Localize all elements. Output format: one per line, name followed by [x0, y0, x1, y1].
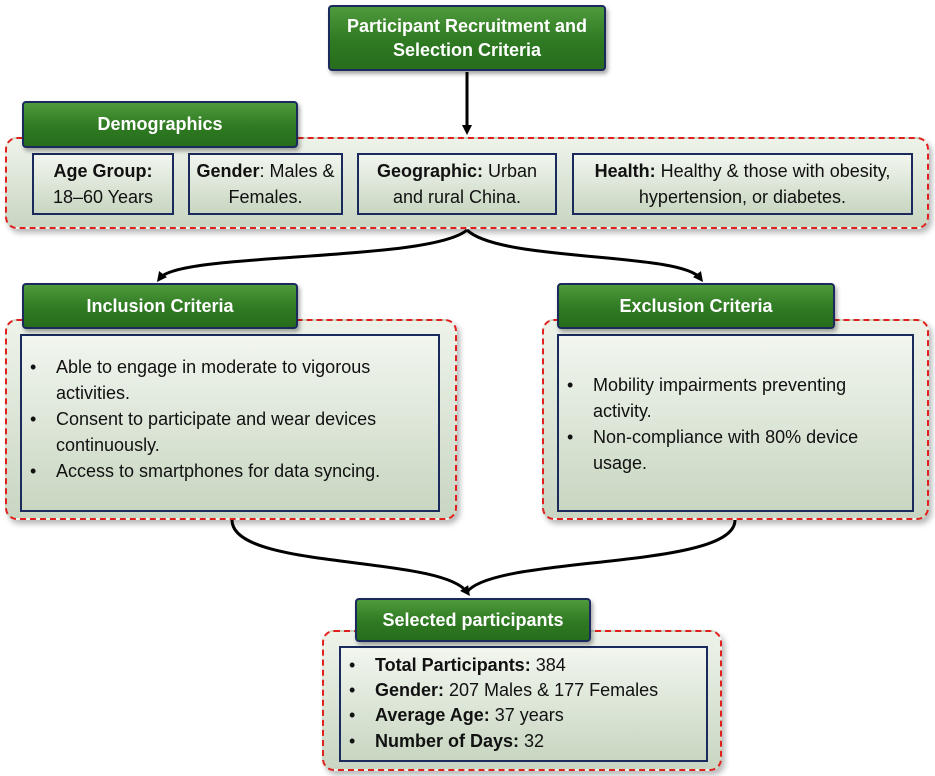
demographics-header: Demographics [22, 101, 298, 148]
geographic-box: Geographic: Urban and rural China. [357, 153, 557, 215]
selected-participants-header: Selected participants [355, 598, 591, 642]
arrow-exclusion-to-selected [465, 519, 737, 594]
age-group-label: Age Group: [53, 160, 153, 181]
inclusion-criteria-header: Inclusion Criteria [22, 283, 298, 329]
geographic-value: Urban and rural China. [392, 160, 538, 207]
gender-label: Gender [196, 160, 260, 181]
inclusion-criteria-list: Able to engage in moderate to vigorous a… [22, 354, 430, 485]
selected-item-label: Gender: [375, 680, 445, 701]
demographics-header-text: Demographics [97, 114, 223, 135]
health-label: Health: [594, 160, 656, 181]
arrow-to-exclusion [465, 228, 704, 282]
geographic-label: Geographic: [376, 160, 483, 181]
selected-item-value: 37 years [489, 705, 564, 726]
exclusion-criteria-box: Mobility impairments preventing activity… [557, 334, 914, 512]
gender-value: : Males & Females. [228, 160, 335, 207]
flowchart-title-text: Participant Recruitment and Selection Cr… [346, 15, 588, 60]
health-value: Healthy & those with obesity, hypertensi… [638, 160, 891, 207]
selected-participants-list: Total Participants: 384 Gender: 207 Male… [341, 653, 700, 754]
exclusion-criteria-header: Exclusion Criteria [557, 283, 835, 329]
exclusion-item: Non-compliance with 80% device usage. [559, 424, 904, 476]
exclusion-item: Mobility impairments preventing activity… [559, 372, 904, 424]
arrow-to-inclusion [156, 228, 468, 282]
age-group-value: 18–60 Years [52, 187, 154, 207]
selected-participants-header-text: Selected participants [382, 609, 564, 630]
exclusion-criteria-list: Mobility impairments preventing activity… [559, 372, 904, 476]
inclusion-criteria-header-text: Inclusion Criteria [86, 295, 234, 316]
inclusion-criteria-box: Able to engage in moderate to vigorous a… [20, 334, 440, 512]
age-group-box: Age Group: 18–60 Years [32, 153, 174, 215]
inclusion-item: Able to engage in moderate to vigorous a… [22, 354, 430, 406]
selected-item-label: Average Age: [375, 705, 490, 726]
gender-box: Gender: Males & Females. [188, 153, 343, 215]
selected-item-gender: Gender: 207 Males & 177 Females [341, 678, 700, 703]
selected-item-value: 207 Males & 177 Females [444, 680, 659, 701]
selected-item-age: Average Age: 37 years [341, 703, 700, 728]
inclusion-item: Consent to participate and wear devices … [22, 406, 430, 458]
flowchart-title: Participant Recruitment and Selection Cr… [328, 5, 606, 71]
selected-participants-box: Total Participants: 384 Gender: 207 Male… [339, 646, 708, 762]
selected-item-days: Number of Days: 32 [341, 729, 700, 754]
inclusion-item: Access to smartphones for data syncing. [22, 458, 430, 484]
arrow-inclusion-to-selected [230, 519, 470, 597]
selected-item-value: 384 [530, 655, 566, 675]
selected-item-label: Total Participants: [375, 655, 531, 675]
selected-item-label: Number of Days: [375, 730, 520, 751]
health-box: Health: Healthy & those with obesity, hy… [572, 153, 913, 215]
selected-item-total: Total Participants: 384 [341, 653, 700, 678]
selected-item-value: 32 [519, 730, 545, 751]
exclusion-criteria-header-text: Exclusion Criteria [619, 295, 773, 316]
